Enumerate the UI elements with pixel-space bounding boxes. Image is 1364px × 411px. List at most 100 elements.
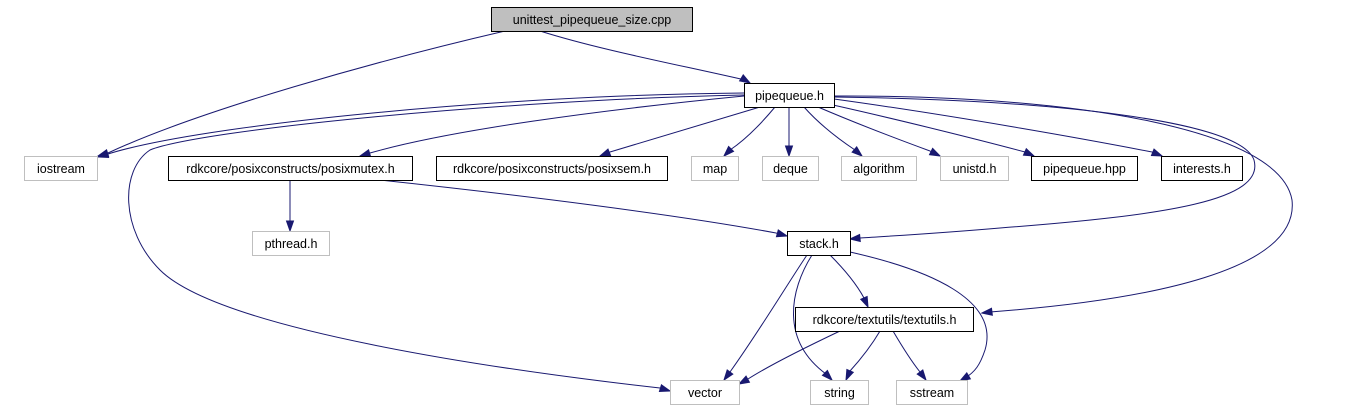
node-box bbox=[795, 307, 974, 332]
node-box bbox=[252, 231, 330, 256]
edge-pipequeue_h-to-pipequeue_hpp bbox=[832, 104, 1036, 157]
node-map: map bbox=[691, 156, 739, 181]
node-label: vector bbox=[688, 386, 722, 400]
edge-line bbox=[829, 254, 865, 299]
arrowhead bbox=[916, 369, 927, 382]
node-stack[interactable]: stack.h bbox=[787, 231, 851, 256]
node-sstream: sstream bbox=[896, 380, 968, 405]
node-box bbox=[1161, 156, 1243, 181]
arrowhead bbox=[775, 229, 789, 238]
node-label: sstream bbox=[910, 386, 954, 400]
node-posixmutex[interactable]: rdkcore/posixconstructs/posixmutex.h bbox=[168, 156, 413, 181]
edge-pipequeue_h-to-iostream bbox=[96, 92, 745, 159]
arrowhead bbox=[845, 368, 855, 382]
edge-line-tail bbox=[741, 77, 746, 81]
edge-pipequeue_h-to-algorithm bbox=[803, 106, 864, 157]
node-label: iostream bbox=[37, 162, 85, 176]
node-box bbox=[762, 156, 819, 181]
node-interests[interactable]: interests.h bbox=[1161, 156, 1243, 181]
edge-line bbox=[729, 106, 776, 151]
node-box bbox=[841, 156, 917, 181]
node-box bbox=[940, 156, 1009, 181]
node-box bbox=[1031, 156, 1138, 181]
edge-textutils-to-sstream bbox=[892, 330, 927, 382]
edge-pipequeue_h-to-unistd bbox=[817, 106, 942, 157]
edge-line bbox=[892, 330, 921, 373]
arrowhead bbox=[738, 73, 752, 84]
node-box bbox=[896, 380, 968, 405]
edge-line bbox=[539, 30, 746, 81]
edge-line bbox=[817, 106, 931, 152]
node-vector: vector bbox=[670, 380, 740, 405]
edge-line-tail bbox=[929, 150, 932, 152]
edge-root-to-pipequeue_h bbox=[539, 30, 752, 84]
arrowhead bbox=[784, 145, 794, 158]
node-textutils[interactable]: rdkcore/textutils/textutils.h bbox=[795, 307, 974, 332]
node-string: string bbox=[810, 380, 869, 405]
edge-root-to-iostream bbox=[96, 30, 506, 158]
node-pipequeue-hpp[interactable]: pipequeue.hpp bbox=[1031, 156, 1138, 181]
nodes-layer: unittest_pipequeue_size.cpp pipequeue.h io… bbox=[24, 7, 1243, 405]
edge-textutils-to-vector bbox=[737, 330, 841, 385]
edge-pipequeue_h-to-posixmutex bbox=[358, 95, 745, 158]
arrowhead bbox=[848, 233, 861, 243]
edge-line bbox=[729, 254, 808, 373]
edge-line bbox=[832, 104, 1026, 153]
node-label: map bbox=[703, 162, 727, 176]
node-box bbox=[691, 156, 739, 181]
edges-layer bbox=[96, 30, 1293, 393]
arrowhead bbox=[928, 147, 942, 157]
edge-line bbox=[803, 106, 856, 151]
node-label: rdkcore/posixconstructs/posixsem.h bbox=[453, 162, 651, 176]
arrowhead bbox=[958, 371, 972, 382]
arrowhead bbox=[358, 148, 372, 158]
node-box bbox=[436, 156, 668, 181]
node-box bbox=[24, 156, 98, 181]
node-box bbox=[810, 380, 869, 405]
edge-line bbox=[833, 96, 1256, 239]
node-deque: deque bbox=[762, 156, 819, 181]
node-label: pipequeue.h bbox=[755, 89, 824, 103]
node-label: rdkcore/posixconstructs/posixmutex.h bbox=[186, 162, 394, 176]
node-label: interests.h bbox=[1173, 162, 1231, 176]
edge-pipequeue_h-to-map bbox=[722, 106, 776, 158]
arrowhead bbox=[1150, 148, 1164, 157]
edge-line bbox=[609, 106, 761, 153]
node-posixsem[interactable]: rdkcore/posixconstructs/posixsem.h bbox=[436, 156, 668, 181]
arrowhead bbox=[285, 220, 295, 233]
edge-line bbox=[833, 95, 1293, 313]
node-label: algorithm bbox=[853, 162, 904, 176]
node-box bbox=[787, 231, 851, 256]
node-label: pthread.h bbox=[265, 237, 318, 251]
node-box bbox=[670, 380, 740, 405]
edge-posixmutex-to-stack bbox=[379, 179, 789, 238]
edge-stack-to-textutils bbox=[829, 254, 869, 309]
edge-line bbox=[107, 92, 745, 155]
node-label: unittest_pipequeue_size.cpp bbox=[513, 13, 672, 27]
edge-pipequeue_h-to-vector bbox=[128, 94, 745, 393]
arrowhead bbox=[658, 383, 672, 393]
edge-pipequeue_h-to-posixsem bbox=[598, 106, 761, 157]
node-box bbox=[491, 7, 693, 32]
node-unistd: unistd.h bbox=[940, 156, 1009, 181]
node-root[interactable]: unittest_pipequeue_size.cpp bbox=[491, 7, 693, 32]
edge-line bbox=[833, 98, 1153, 153]
edge-pipequeue_h-to-interests bbox=[833, 98, 1164, 157]
edge-pipequeue_h-to-textutils bbox=[833, 95, 1293, 316]
node-pthread: pthread.h bbox=[252, 231, 330, 256]
edge-stack-to-vector bbox=[723, 254, 808, 382]
edge-line-tail bbox=[729, 148, 732, 151]
edge-line bbox=[793, 254, 827, 375]
arrowhead bbox=[723, 369, 734, 382]
edge-line bbox=[128, 94, 745, 389]
arrowhead bbox=[722, 145, 735, 158]
node-pipequeue-h[interactable]: pipequeue.h bbox=[744, 83, 835, 108]
node-label: stack.h bbox=[799, 237, 839, 251]
edge-stack-to-sstream bbox=[849, 251, 988, 382]
node-box bbox=[168, 156, 413, 181]
edge-line-tail bbox=[964, 375, 969, 379]
edge-pipequeue_h-to-deque bbox=[784, 107, 794, 158]
node-label: deque bbox=[773, 162, 808, 176]
node-algorithm: algorithm bbox=[841, 156, 917, 181]
